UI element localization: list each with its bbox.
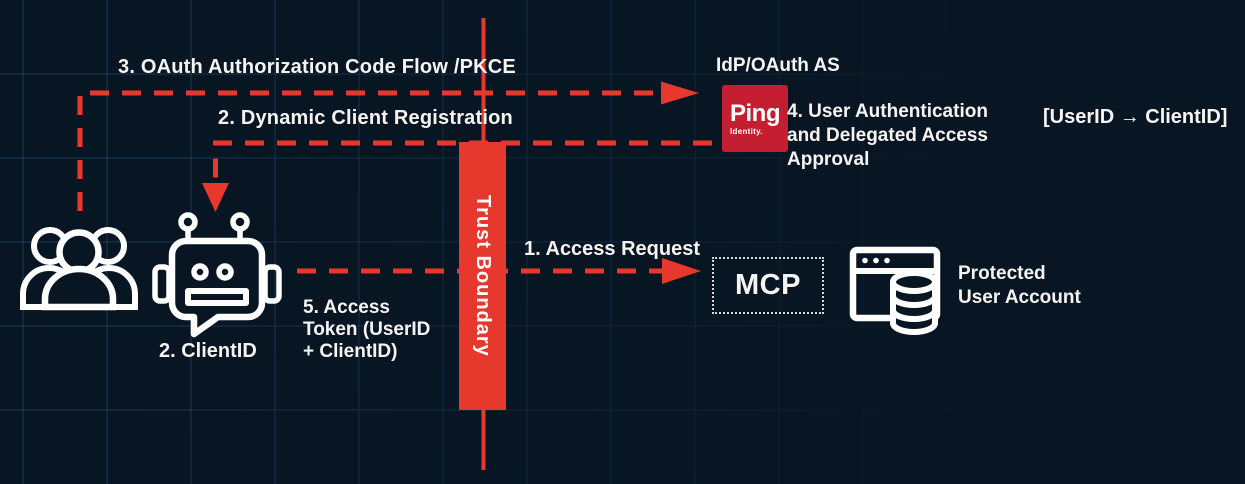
ping-identity-logo: Ping Identity. [722, 85, 788, 152]
userid-clientid-mapping-label: [UserID → ClientID] [1043, 106, 1228, 128]
access-request-label: 1. Access Request [524, 238, 701, 260]
trust-boundary-banner: Trust Boundary [459, 142, 506, 410]
access-request-arrowhead [662, 258, 701, 284]
client-id-label: 2. ClientID [159, 340, 257, 362]
ping-logo-text: Ping [730, 99, 781, 127]
user-group-icon [20, 227, 138, 311]
browser-database-icon [849, 246, 941, 335]
dynamic-client-registration-arrowhead [202, 183, 229, 212]
dynamic-client-registration-label: 2. Dynamic Client Registration [218, 107, 513, 129]
oauth-code-flow-arrowhead [661, 81, 699, 105]
idp-title: IdP/OAuth AS [716, 55, 840, 76]
mcp-label: MCP [735, 269, 801, 301]
access-token-label: 5. Access Token (UserID + ClientID) [303, 297, 431, 362]
oauth-code-flow-arrow [77, 90, 661, 211]
mcp-node: MCP [712, 257, 824, 314]
ping-logo-subtext: Identity. [730, 126, 763, 136]
trust-boundary-label: Trust Boundary [472, 195, 494, 357]
robot-agent-icon [152, 212, 282, 338]
user-authentication-label: 4. User Authentication and Delegated Acc… [787, 101, 988, 170]
dynamic-client-registration-arrow [213, 140, 712, 185]
oauth-code-flow-label: 3. OAuth Authorization Code Flow /PKCE [118, 56, 516, 78]
protected-user-account-label: Protected User Account [958, 263, 1081, 308]
